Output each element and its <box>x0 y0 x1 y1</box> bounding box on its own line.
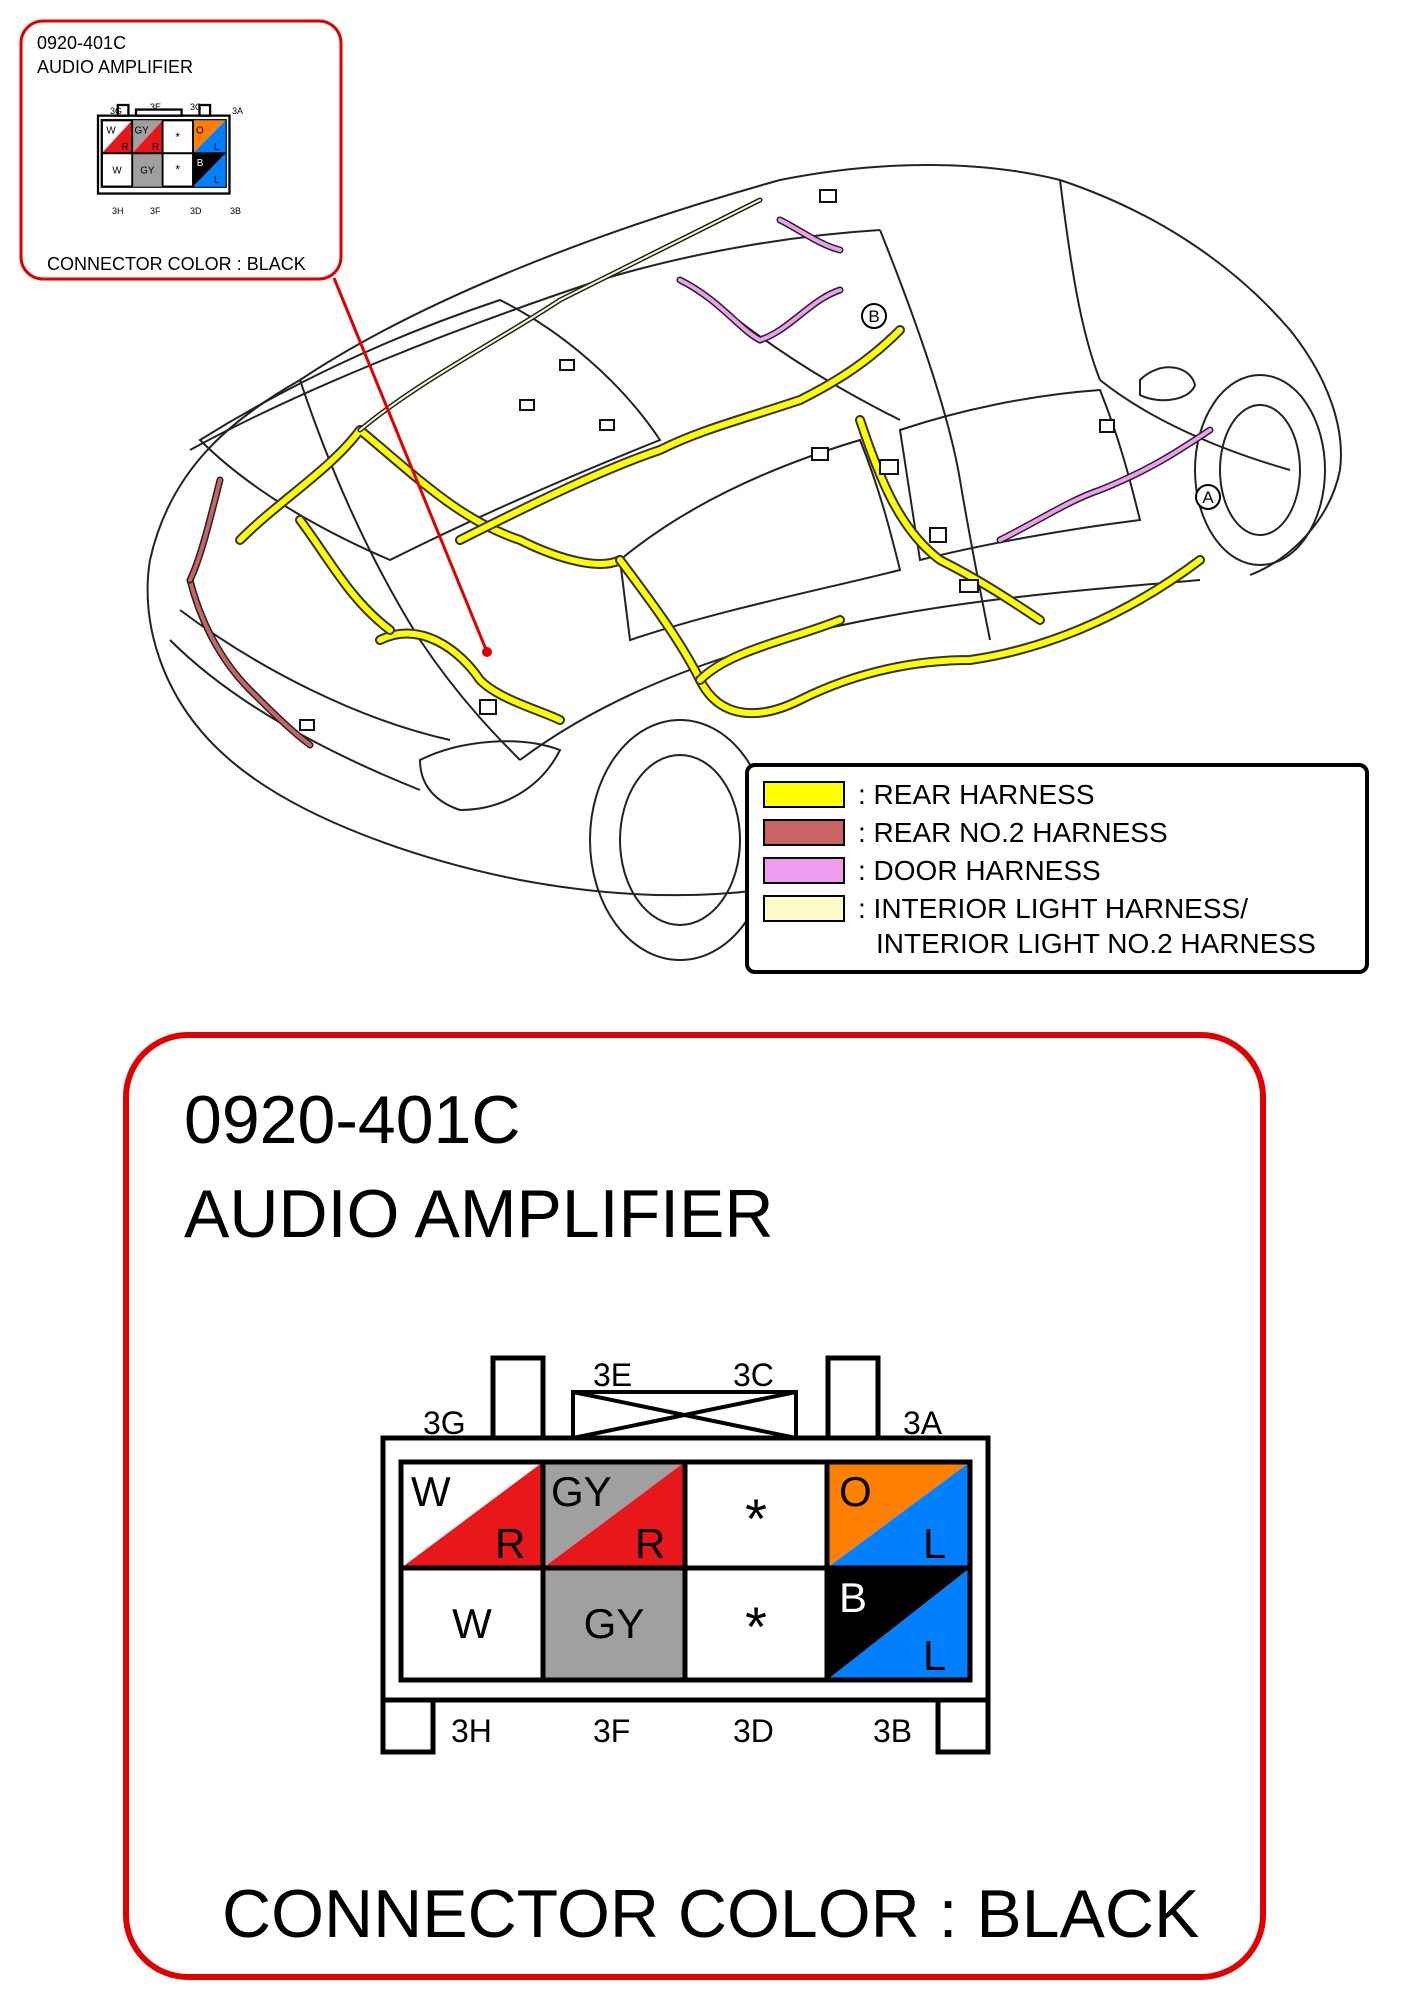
pin-label-3H: 3H <box>451 1713 492 1749</box>
small-cell-8-top: B <box>197 158 204 169</box>
door-harness-routing <box>676 216 1214 544</box>
small-pin-3F: 3F <box>150 206 161 216</box>
connector-key-box <box>571 1390 798 1440</box>
svg-text:*: * <box>745 1595 767 1658</box>
connector-location-dot <box>482 647 492 657</box>
svg-text:W: W <box>411 1468 451 1515</box>
pin-cell-3D: * <box>685 1568 827 1680</box>
small-cell-2-top: GY <box>134 126 149 137</box>
pin-cell-3A: O L <box>827 1462 970 1568</box>
pin-label-3F: 3F <box>593 1713 630 1749</box>
marker-a: A <box>1195 484 1221 510</box>
svg-text:GY: GY <box>584 1600 645 1647</box>
harness-legend: : REAR HARNESS : REAR NO.2 HARNESS : DOO… <box>745 763 1369 974</box>
small-pin-3G: 3G <box>110 106 122 116</box>
detail-part-code: 0920-401C <box>184 1082 520 1158</box>
legend-swatch-rear <box>763 781 845 808</box>
pin-cell-3F: GY <box>543 1568 685 1680</box>
pin-cell-3H: W <box>401 1568 543 1680</box>
pin-label-3D: 3D <box>733 1713 774 1749</box>
pin-label-3C: 3C <box>733 1357 774 1393</box>
svg-text:O: O <box>839 1468 872 1515</box>
svg-text:B: B <box>868 307 879 326</box>
small-cell-8-bottom: L <box>214 175 220 186</box>
legend-label-continuation: INTERIOR LIGHT NO.2 HARNESS <box>876 928 1316 959</box>
connector-tab-right <box>825 1355 881 1441</box>
small-cell-3-mark: * <box>175 130 180 144</box>
pin-label-3B: 3B <box>873 1713 912 1749</box>
rear-no2-harness-routing <box>186 476 314 749</box>
svg-text:R: R <box>635 1520 665 1567</box>
pin-cell-3E: GY R <box>543 1462 685 1568</box>
small-connector-color: CONNECTOR COLOR : BLACK <box>47 254 306 274</box>
small-cell-4-bottom: L <box>214 142 220 153</box>
legend-swatch-rear-no2 <box>763 819 845 846</box>
legend-label-rear-no2: : REAR NO.2 HARNESS <box>858 817 1168 848</box>
svg-text:GY: GY <box>551 1468 612 1515</box>
legend-label-rear: : REAR HARNESS <box>858 779 1095 810</box>
interior-light-harness-routing <box>357 197 763 433</box>
small-cell-4-top: O <box>196 126 204 137</box>
svg-text:L: L <box>923 1632 946 1679</box>
small-cell-7-mark: * <box>175 162 180 176</box>
small-part-name: AUDIO AMPLIFIER <box>37 57 193 77</box>
small-pin-3D: 3D <box>190 206 202 216</box>
connector-foot-left <box>380 1697 436 1755</box>
svg-text:A: A <box>1202 488 1214 507</box>
small-pin-3E: 3E <box>150 102 161 112</box>
pin-label-3E: 3E <box>593 1357 632 1393</box>
marker-b: B <box>861 303 887 329</box>
connector-foot-right <box>935 1697 991 1755</box>
small-pin-3H: 3H <box>112 206 124 216</box>
legend-swatch-door <box>763 857 845 884</box>
connector-grid <box>398 1459 973 1683</box>
small-pin-3A: 3A <box>232 106 243 116</box>
detail-connector-color: CONNECTOR COLOR : BLACK <box>222 1876 1199 1952</box>
pin-cell-3G: W R <box>401 1462 543 1568</box>
pin-label-3A: 3A <box>903 1405 943 1441</box>
connector-tab-left <box>490 1355 546 1441</box>
legend-label-interior-light: : INTERIOR LIGHT HARNESS/ <box>858 893 1248 924</box>
legend-label-door: : DOOR HARNESS <box>858 855 1101 886</box>
legend-swatch-interior-light <box>763 895 845 922</box>
pin-cell-3B: B L <box>827 1568 970 1680</box>
svg-text:*: * <box>745 1487 767 1550</box>
svg-text:R: R <box>495 1520 525 1567</box>
small-cell-5-mid: W <box>112 165 122 176</box>
small-pin-3C: 3C <box>190 102 202 112</box>
small-cell-1-top: W <box>106 126 116 137</box>
svg-text:L: L <box>923 1520 946 1567</box>
small-pin-3B: 3B <box>230 206 241 216</box>
pin-cell-3C: * <box>685 1462 827 1568</box>
small-cell-6-mid: GY <box>140 165 155 176</box>
detail-part-name: AUDIO AMPLIFIER <box>184 1176 773 1252</box>
small-cell-1-bottom: R <box>122 142 129 153</box>
harness-connectors <box>299 189 1115 731</box>
connector-detail-callout: 0920-401C AUDIO AMPLIFIER W R <box>123 1032 1266 1980</box>
connector-face: W R GY R * O L <box>380 1355 991 1755</box>
svg-text:W: W <box>452 1600 492 1647</box>
small-connector-callout: 0920-401C AUDIO AMPLIFIER W R GY R * <box>19 19 343 281</box>
svg-text:B: B <box>839 1574 867 1621</box>
pin-label-3G: 3G <box>423 1405 466 1441</box>
callout-leader-line <box>332 277 489 653</box>
small-part-code: 0920-401C <box>37 33 126 53</box>
small-cell-2-bottom: R <box>152 142 159 153</box>
rear-harness-routing <box>235 325 1205 725</box>
